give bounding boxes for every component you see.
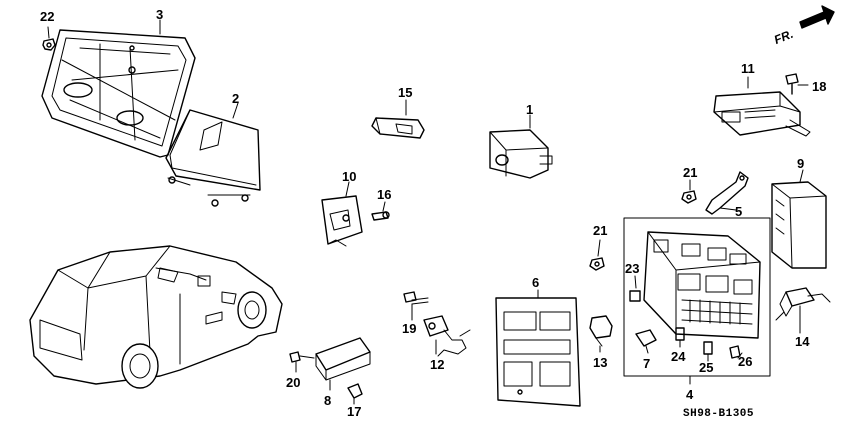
- part-4-fuse-box: [623, 217, 771, 385]
- part-3-bracket: [41, 19, 196, 158]
- callout-3: 3: [156, 7, 164, 22]
- callout-4: 4: [686, 387, 694, 402]
- callout-5: 5: [735, 204, 743, 219]
- callout-22: 22: [40, 9, 55, 24]
- callout-8: 8: [324, 393, 332, 408]
- part-11-unit: [713, 76, 811, 137]
- part-8-module: [315, 337, 371, 391]
- part-20-screw: [289, 351, 315, 373]
- part-19-bolt: [403, 291, 429, 321]
- callout-7: 7: [643, 356, 651, 371]
- callout-17: 17: [347, 404, 362, 419]
- callout-24: 24: [671, 349, 686, 364]
- part-18-bolt: [785, 73, 809, 95]
- part-14-connector: [775, 287, 831, 334]
- part-23-relay-small: [629, 275, 641, 302]
- callout-18: 18: [812, 79, 827, 94]
- part-2-control-unit: [165, 102, 261, 207]
- part-5-stay: [705, 171, 749, 215]
- callout-26: 26: [738, 354, 753, 369]
- callout-12: 12: [430, 357, 445, 372]
- part-26-fuse: [729, 345, 743, 359]
- callout-21-lower: 21: [593, 223, 608, 238]
- callout-21-upper: 21: [683, 165, 698, 180]
- callout-20: 20: [286, 375, 301, 390]
- callout-19: 19: [402, 321, 417, 336]
- part-12-sensor: [423, 315, 471, 357]
- part-21-nut-upper: [681, 179, 697, 204]
- part-10-unit-bracket: [321, 181, 363, 247]
- callout-9: 9: [797, 156, 805, 171]
- callout-10: 10: [342, 169, 357, 184]
- callout-16: 16: [377, 187, 392, 202]
- part-17-cap: [347, 383, 363, 405]
- part-15-module: [371, 99, 425, 139]
- callout-6: 6: [532, 275, 540, 290]
- callout-25: 25: [699, 360, 714, 375]
- part-13-connector: [589, 315, 613, 353]
- diagram-code: SH98-B1305: [683, 408, 755, 420]
- callout-23: 23: [625, 261, 640, 276]
- callout-15: 15: [398, 85, 413, 100]
- part-1-relay: [489, 114, 553, 179]
- part-24-fuse: [675, 327, 685, 348]
- callout-1: 1: [526, 102, 534, 117]
- vehicle-silhouette: [29, 245, 283, 389]
- part-22-nut: [42, 26, 56, 51]
- part-7-clip: [635, 329, 657, 354]
- front-direction-arrow-icon: [799, 5, 835, 29]
- callout-13: 13: [593, 355, 608, 370]
- callout-14: 14: [795, 334, 810, 349]
- part-21-nut-lower: [589, 239, 605, 271]
- part-6-label-sheet: [495, 289, 581, 407]
- part-16-screw: [371, 201, 390, 221]
- callout-11: 11: [741, 61, 755, 76]
- part-25-fuse: [703, 341, 713, 362]
- part-9-cover: [771, 169, 827, 269]
- callout-2: 2: [232, 91, 240, 106]
